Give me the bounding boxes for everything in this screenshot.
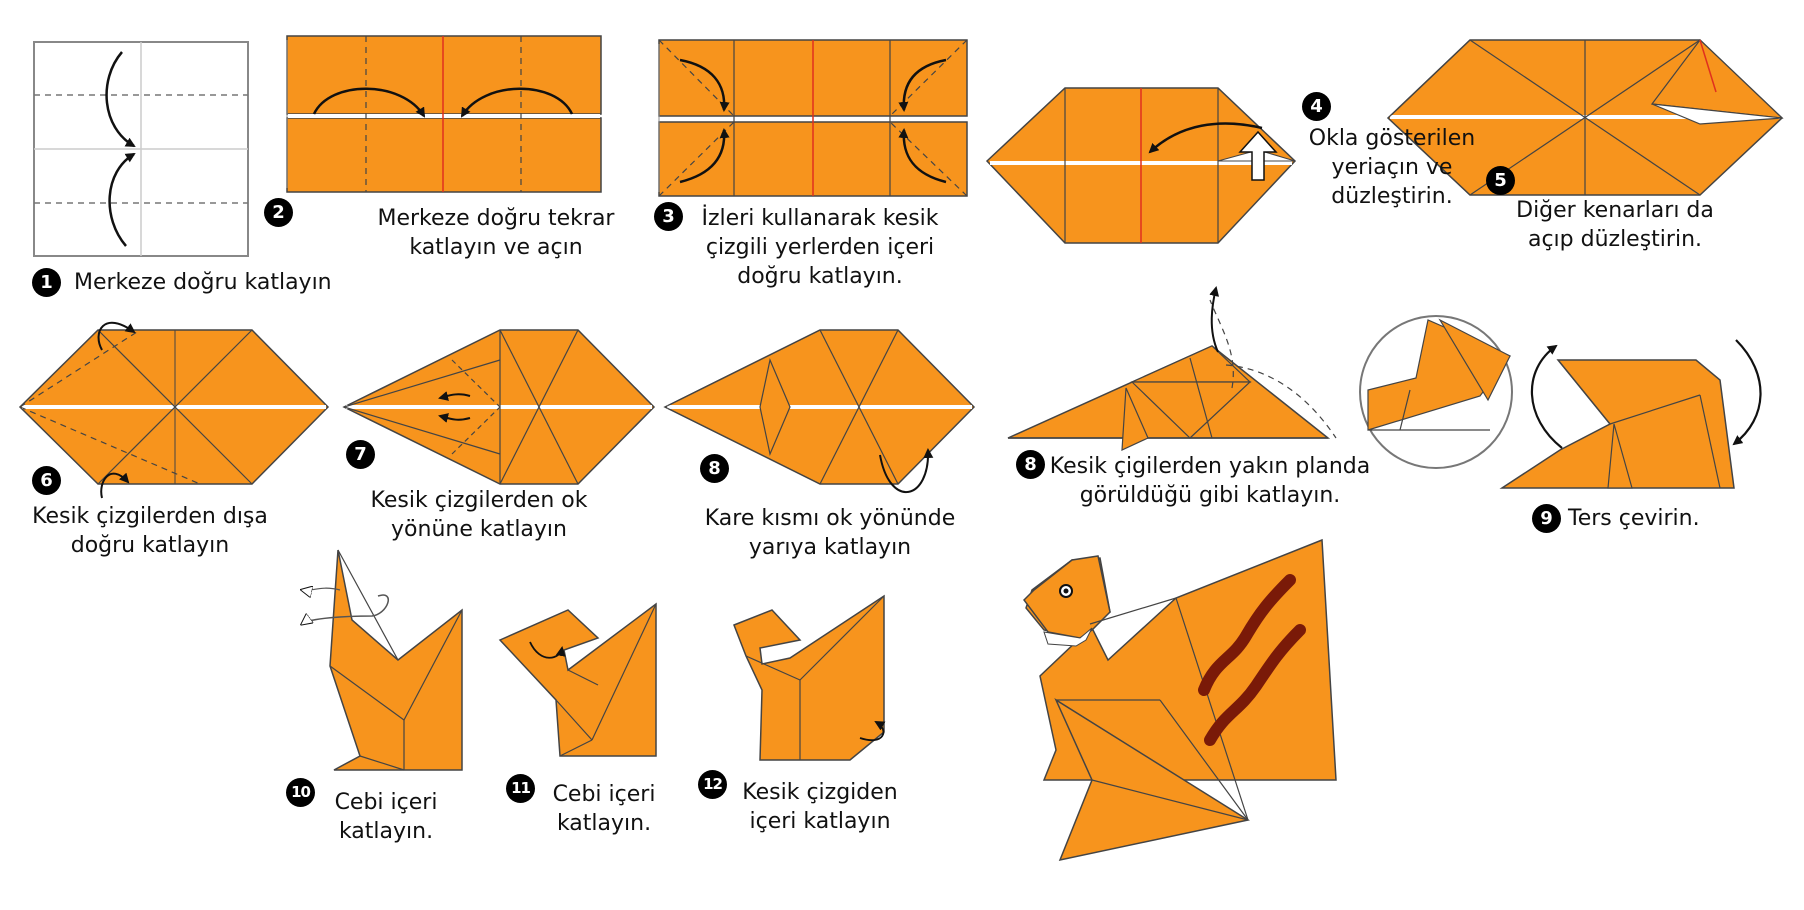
step-2-caption-line: katlayın ve açın xyxy=(409,235,583,260)
step-6-caption-line: Kesik çizgilerden dışa xyxy=(32,504,268,529)
step-3-caption-line: çizgili yerlerden içeri xyxy=(705,235,935,260)
step-8b-diagram xyxy=(1007,286,1513,469)
step-6-caption-line: doğru katlayın xyxy=(70,533,230,558)
step-11-badge: 11 xyxy=(506,774,535,803)
step-4-caption-line: Okla gösterilen xyxy=(1308,126,1476,151)
step-8-diagram xyxy=(663,329,976,494)
step-7-badge: 7 xyxy=(346,440,375,469)
step-2-caption-line: Merkeze doğru tekrar xyxy=(377,206,615,231)
step-3-caption: İzleri kullanarak kesik çizgili yerlerde… xyxy=(690,204,950,291)
step-8b-caption-line: görüldüğü gibi katlayın. xyxy=(1079,483,1341,508)
step-8b-caption-line: Kesik çigilerden yakın planda xyxy=(1049,454,1371,479)
step-12-caption: Kesik çizgiden içeri katlayın xyxy=(730,778,910,836)
step-3-caption-line: doğru katlayın. xyxy=(737,264,903,289)
final-squirrel-figure xyxy=(1023,538,1337,862)
step-10-caption-line: katlayın. xyxy=(338,819,434,844)
step-10-caption-line: Cebi içeri xyxy=(334,790,438,815)
step-12-caption-line: içeri katlayın xyxy=(749,809,891,834)
step-9-diagram xyxy=(1499,339,1762,489)
step-8b-caption: Kesik çigilerden yakın planda görüldüğü … xyxy=(1040,452,1380,510)
step-9-badge: 9 xyxy=(1532,504,1561,533)
step-6-diagram xyxy=(18,321,330,499)
step-7-caption-line: Kesik çizgilerden ok xyxy=(370,488,588,513)
step-8-caption-line: Kare kısmı ok yönünde xyxy=(704,506,956,531)
step-7-caption: Kesik çizgilerden ok yönüne katlayın xyxy=(364,486,594,544)
step-3-badge: 3 xyxy=(654,202,683,231)
step-5-caption-line: açıp düzleştirin. xyxy=(1527,227,1703,252)
step-5-caption-line: Diğer kenarları da xyxy=(1516,198,1714,223)
step-3-diagram xyxy=(658,39,968,197)
step-1-caption-line: Merkeze doğru katlayın xyxy=(74,270,332,295)
step-4-diagram xyxy=(985,87,1297,244)
step-1-caption: Merkeze doğru katlayın xyxy=(74,268,332,297)
step-1-badge: 1 xyxy=(32,268,61,297)
step-4-caption: Okla gösterilen yeriaçın ve düzleştirin. xyxy=(1292,124,1492,211)
step-2-caption: Merkeze doğru tekrar katlayın ve açın xyxy=(376,204,616,262)
step-2-diagram xyxy=(286,35,602,193)
step-4-caption-line: yeriaçın ve xyxy=(1331,155,1453,180)
step-12-diagram xyxy=(733,594,886,761)
step-10-diagram xyxy=(302,549,463,771)
step-5-badge: 5 xyxy=(1486,166,1515,195)
step-7-caption-line: yönüne katlayın xyxy=(391,517,567,542)
step-6-caption: Kesik çizgilerden dışa doğru katlayın xyxy=(30,502,270,560)
step-11-diagram xyxy=(498,602,657,757)
step-4-caption-line: düzleştirin. xyxy=(1331,184,1453,209)
step-8-caption: Kare kısmı ok yönünde yarıya katlayın xyxy=(700,504,960,562)
step-9-caption: Ters çevirin. xyxy=(1568,504,1700,533)
step-5-caption: Diğer kenarları da açıp düzleştirin. xyxy=(1510,196,1720,254)
step-2-badge: 2 xyxy=(264,198,293,227)
step-5-diagram xyxy=(1386,39,1784,196)
step-4-badge: 4 xyxy=(1302,92,1331,121)
step-10-caption: Cebi içeri katlayın. xyxy=(316,788,456,846)
step-3-caption-line: İzleri kullanarak kesik xyxy=(701,206,939,231)
step-8b-badge: 8 xyxy=(1016,450,1045,479)
step-9-caption-line: Ters çevirin. xyxy=(1568,506,1700,531)
step-6-badge: 6 xyxy=(32,466,61,495)
step-12-caption-line: Kesik çizgiden xyxy=(742,780,898,805)
step-7-diagram xyxy=(342,329,656,485)
step-8-caption-line: yarıya katlayın xyxy=(748,535,912,560)
step-1-diagram xyxy=(33,41,249,257)
step-10-badge: 10 xyxy=(286,778,315,807)
step-11-caption: Cebi içeri katlayın. xyxy=(534,780,674,838)
step-11-caption-line: Cebi içeri xyxy=(552,782,656,807)
step-8-badge: 8 xyxy=(700,454,729,483)
step-11-caption-line: katlayın. xyxy=(556,811,652,836)
step-12-badge: 12 xyxy=(698,770,727,799)
